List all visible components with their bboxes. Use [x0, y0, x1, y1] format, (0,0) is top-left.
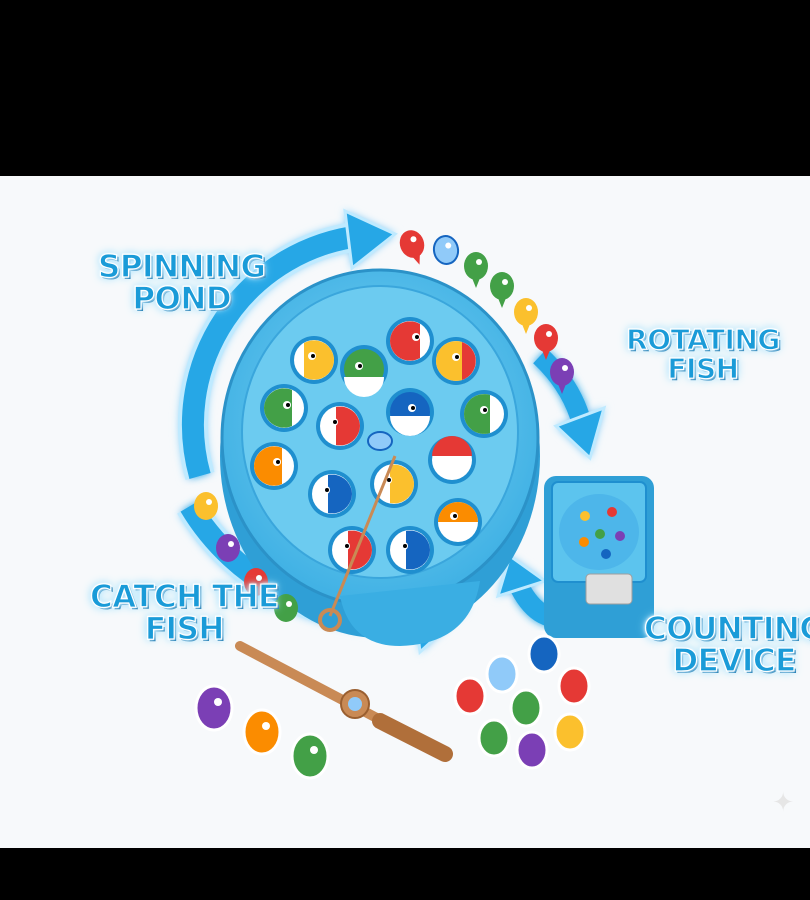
rotating-fish-row [399, 230, 574, 394]
catch-the-fish-label: CATCH THE FISH [89, 579, 279, 647]
counting-device [544, 476, 654, 638]
counting-device-label-line1: COUNTING [643, 611, 810, 647]
spinning-pond-label: SPINNING POND [97, 249, 266, 317]
left-fish-row [194, 492, 298, 622]
catch-the-fish-label-line1: CATCH THE [89, 579, 279, 615]
rotating-fish-label: ROTATING FISH [596, 323, 810, 385]
counting-device-label-line2: DEVICE [672, 642, 797, 679]
loose-fish [194, 634, 591, 780]
spinning-pond-label-line1: SPINNING [97, 249, 266, 285]
rotating-fish-label-line1: ROTATING FISH [626, 323, 781, 385]
rotating-fish-arrow [533, 348, 607, 461]
spinning-pond-label-line2: POND [132, 280, 232, 317]
product-image: SPINNING POND ROTATING FISH CATCH THE FI… [0, 176, 810, 848]
fishing-rod [235, 455, 453, 762]
catch-the-fish-label-line2: FISH [144, 610, 225, 647]
spin-arrow-top [177, 208, 398, 481]
sparkle-icon: ✦ [772, 788, 794, 818]
pond-fish-heads [250, 317, 508, 574]
counting-device-label: COUNTING DEVICE [643, 611, 810, 679]
fishing-game-scene [0, 176, 810, 848]
